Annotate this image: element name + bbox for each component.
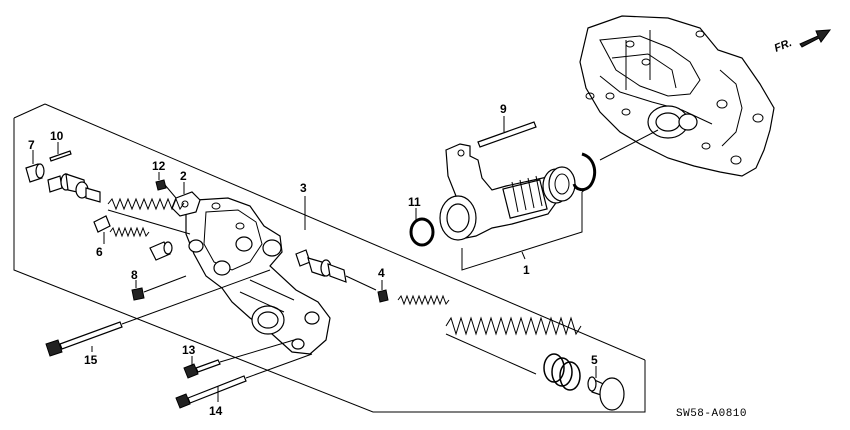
front-direction-arrow-icon <box>799 29 832 48</box>
callout-8: 8 <box>131 268 138 282</box>
bolt-15 <box>45 269 271 357</box>
shift-fork-shaft-assembly <box>439 143 559 241</box>
callout-14: 14 <box>209 404 223 418</box>
callout-11: 11 <box>408 195 421 209</box>
bolt-12 <box>155 179 177 199</box>
o-ring <box>409 217 435 247</box>
servo-gasket-plate <box>171 191 201 217</box>
bolt-14 <box>175 353 313 409</box>
retainer-plate <box>93 215 111 233</box>
needle-bearing <box>542 166 576 204</box>
callout-10: 10 <box>50 129 64 143</box>
callout-1-bracket <box>461 129 659 271</box>
spring-lower <box>109 226 150 238</box>
center-valve-spool <box>295 249 377 291</box>
valve-spool-upper <box>47 173 101 203</box>
callout-7: 7 <box>28 138 35 152</box>
leader-lines <box>32 116 597 402</box>
valve-plug <box>149 241 173 261</box>
callout-9: 9 <box>500 102 507 116</box>
callout-5: 5 <box>591 353 598 367</box>
callout-13: 13 <box>182 343 196 357</box>
callout-4: 4 <box>378 266 385 280</box>
front-direction-indicator: FR. <box>773 29 832 55</box>
accumulator-piston <box>587 376 625 411</box>
direction-label: FR. <box>773 37 794 55</box>
retaining-pin <box>49 150 72 162</box>
end-cap <box>25 163 45 183</box>
bolt-13 <box>183 339 295 379</box>
callout-15: 15 <box>84 353 98 367</box>
bolt-8 <box>131 275 187 301</box>
spring-upper <box>107 197 191 235</box>
spring-large-right <box>445 316 582 375</box>
callout-labels: 1 2 3 4 5 6 7 8 9 10 11 12 13 14 15 <box>28 102 598 418</box>
drawing-code: SW58-A0810 <box>676 408 747 420</box>
transmission-valve-body <box>579 15 775 177</box>
spring-small-right <box>397 294 450 306</box>
callout-3: 3 <box>300 181 307 195</box>
callout-2: 2 <box>180 169 187 183</box>
callout-12: 12 <box>152 159 166 173</box>
dowel-pin <box>477 121 537 148</box>
snap-ring <box>572 152 597 192</box>
coil-ring-spring <box>543 353 581 391</box>
assembly-frame <box>13 103 646 413</box>
callout-6: 6 <box>96 245 103 259</box>
small-nut <box>377 289 389 303</box>
callout-1: 1 <box>523 263 530 277</box>
servo-body <box>185 197 331 355</box>
